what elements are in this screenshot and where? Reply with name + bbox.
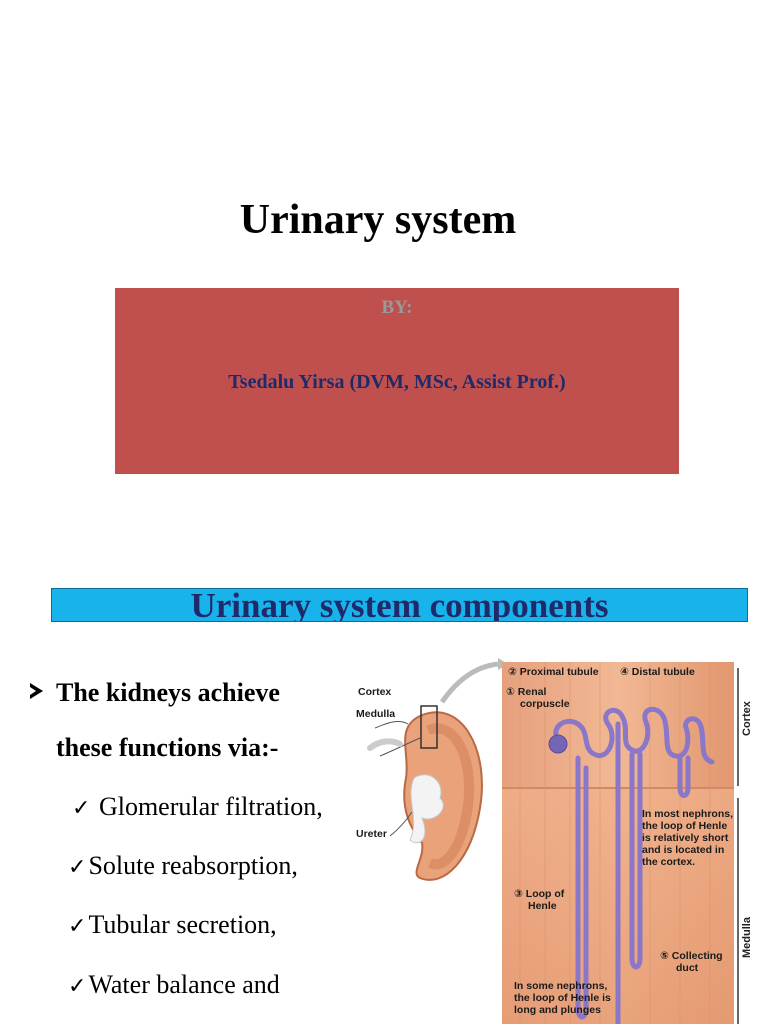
loop-henle-label-2: Henle (528, 900, 557, 912)
title-slide: Urinary system BY: Tsedalu Yirsa (DVM, M… (115, 197, 679, 474)
intro-line-1: The kidneys achieve (56, 678, 280, 707)
medulla-side-label: Medulla (741, 916, 753, 958)
long-loop-note: In some nephrons, the loop of Henle is l… (514, 980, 611, 1016)
section-banner: Urinary system components (51, 588, 748, 622)
checkmark-icon: ✓ (68, 854, 87, 879)
renal-corpuscle-label-1: ① Renal (506, 686, 547, 698)
list-item: ✓ Glomerular filtration, (72, 792, 323, 821)
cortex-side-label: Cortex (741, 700, 753, 736)
list-item: ✓Water balance and (68, 970, 280, 999)
short-loop-note: In most nephrons, the loop of Henle is r… (642, 808, 734, 868)
author-box: BY: Tsedalu Yirsa (DVM, MSc, Assist Prof… (115, 288, 679, 474)
author-name: Tsedalu Yirsa (DVM, MSc, Assist Prof.) (228, 371, 566, 393)
checkmark-icon: ✓ (68, 913, 87, 938)
kidney-drawing (367, 658, 508, 881)
banner-title: Urinary system components (190, 588, 609, 622)
collecting-duct-label-2: duct (676, 962, 699, 974)
loop-henle-label-1: ③ Loop of (514, 888, 565, 900)
nephron-panel: Cortex Medulla (502, 662, 753, 1027)
arrow-bullet-icon (30, 683, 43, 699)
slide-title: Urinary system (239, 197, 517, 243)
checkmark-icon: ✓ (72, 795, 91, 820)
components-slide: Urinary system components The kidneys ac… (0, 560, 768, 1024)
intro-line-2: these functions via:- (56, 733, 279, 762)
list-item: ✓Tubular secretion, (68, 910, 277, 939)
list-item: ✓Solute reabsorption, (68, 851, 298, 880)
checkmark-icon: ✓ (68, 973, 87, 998)
renal-corpuscle-label-2: corpuscle (520, 698, 570, 710)
ureter-label: Ureter (356, 828, 387, 840)
cortex-label: Cortex (358, 686, 392, 698)
kidney-nephron-illustration: Cortex Medulla (367, 658, 753, 1027)
medulla-label: Medulla (356, 708, 396, 720)
proximal-tubule-label: ② Proximal tubule (508, 666, 599, 678)
by-label: BY: (381, 297, 413, 318)
kidney-nephron-figure: Cortex Medulla Cortex Medulla Ureter ② P… (350, 658, 768, 1027)
collecting-duct-label-1: ⑤ Collecting (660, 950, 723, 962)
distal-tubule-label: ④ Distal tubule (620, 666, 695, 678)
